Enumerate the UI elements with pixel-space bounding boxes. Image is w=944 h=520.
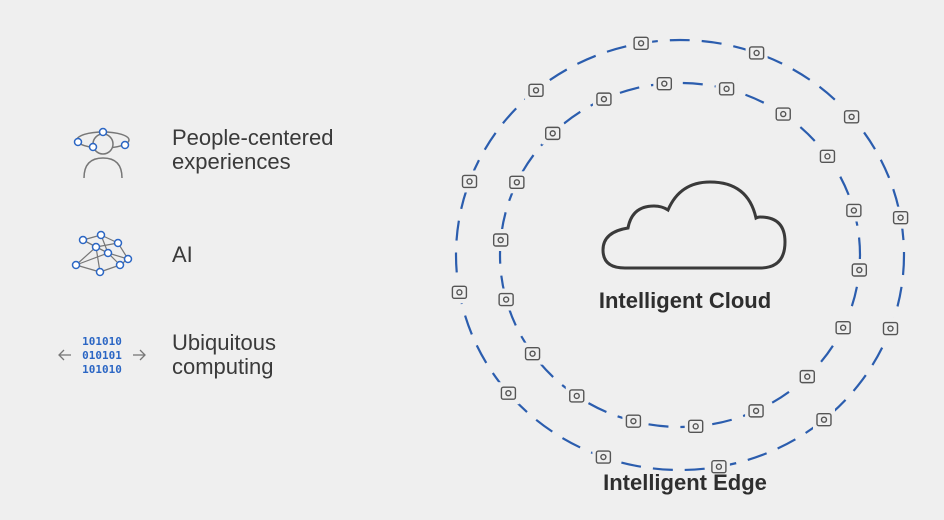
neural-network-icon	[55, 220, 150, 290]
people-icon	[889, 206, 912, 229]
camera-icon	[816, 145, 839, 168]
cloud-icon	[601, 180, 787, 270]
gamepad-icon	[812, 408, 835, 431]
car-icon	[653, 72, 676, 95]
binary-line: 101010	[82, 335, 122, 348]
clipboard-icon	[630, 32, 653, 55]
translate-icon	[745, 399, 768, 422]
cloud-title: Intelligent Cloud	[598, 288, 772, 313]
inner-ring	[498, 81, 862, 429]
contact-card-icon	[565, 384, 588, 407]
binary-line: 010101	[82, 349, 122, 362]
calendar-icon	[842, 199, 865, 222]
cart-icon	[448, 281, 471, 304]
devices-icon	[772, 103, 795, 126]
factory-icon	[521, 342, 544, 365]
binary-arrows-icon: 101010 010101 101010	[55, 320, 150, 390]
touch-icon	[495, 288, 518, 311]
phone-device-icon	[497, 382, 520, 405]
runner-icon	[505, 171, 528, 194]
eye-icon	[848, 258, 871, 281]
legend-item-people: People-centered experiences	[55, 115, 333, 185]
sensor-icon	[879, 317, 902, 340]
binary-line: 101010	[82, 363, 122, 376]
tent-icon	[840, 105, 863, 128]
wrench-icon	[796, 365, 819, 388]
face-scan-icon	[715, 77, 738, 100]
legend-label: People-centered experiences	[172, 125, 334, 174]
signal-icon	[622, 410, 645, 433]
legend-item-ai: AI	[55, 220, 193, 290]
edge-title: Intelligent Edge	[603, 470, 767, 495]
mail-icon	[525, 79, 548, 102]
barcode-icon	[707, 455, 730, 478]
lightbulb-icon	[458, 170, 481, 193]
legend-item-ubiquitous: 101010 010101 101010 Ubiquitous computin…	[55, 320, 276, 390]
voice-user-icon	[541, 122, 564, 145]
headset-icon	[489, 229, 512, 252]
heart-monitor-icon	[745, 41, 768, 64]
person-orbit-icon	[55, 115, 150, 185]
airplane-icon	[832, 316, 855, 339]
legend-label: Ubiquitous computing	[172, 330, 276, 379]
edge-ring-diagram	[448, 32, 912, 478]
lock-device-icon	[592, 446, 615, 469]
laptop-icon	[592, 88, 615, 111]
outer-ring	[454, 38, 906, 472]
chip-icon	[684, 415, 707, 438]
legend-label: AI	[172, 242, 193, 267]
